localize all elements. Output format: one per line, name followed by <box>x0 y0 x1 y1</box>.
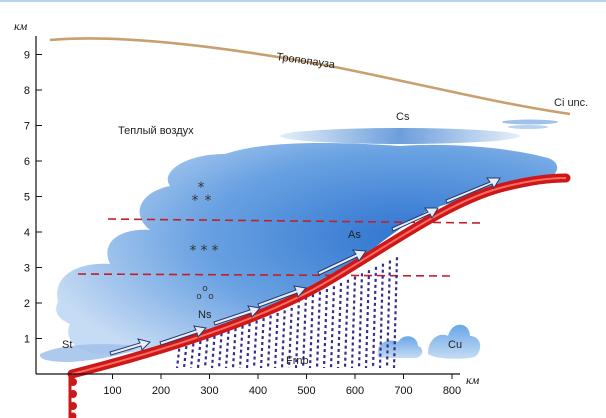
precip-streak <box>308 294 315 369</box>
dashed-level-upper <box>107 218 483 224</box>
cu-clouds <box>377 324 481 359</box>
y-tick-label: 5 <box>24 192 30 204</box>
warm-air-arrows <box>109 177 501 356</box>
precip-streak <box>238 319 245 369</box>
precip-streak <box>343 279 350 369</box>
precip-streak <box>273 306 280 369</box>
front-surface <box>67 173 571 379</box>
precip-streak <box>287 301 294 369</box>
x-ticks: 100 200 300 400 500 600 700 800 <box>103 374 461 397</box>
precip-streak <box>322 289 329 369</box>
precip-streak <box>245 317 252 369</box>
precip-streak <box>182 339 189 369</box>
cloud-mass <box>39 143 558 362</box>
cs-label: Cs <box>396 111 410 123</box>
ns-label: Ns <box>198 309 212 321</box>
x-tick-label: 600 <box>346 385 364 397</box>
ci-label: Ci unc. <box>554 97 588 109</box>
precip-streak <box>224 324 231 369</box>
cs-cloud-band <box>280 128 520 144</box>
rain-symbol: o <box>202 284 208 294</box>
mixed-symbols: * * * <box>190 243 219 259</box>
x-tick-label: 200 <box>152 385 170 397</box>
tropopause-label: Тропопауза <box>276 51 337 71</box>
warm-air-label: Теплый воздух <box>118 125 194 137</box>
cu-label: Cu <box>448 339 462 351</box>
precip-streak <box>259 311 266 369</box>
precip-streak <box>189 337 196 369</box>
precip-streak <box>357 273 364 369</box>
x-tick-label: 700 <box>394 385 412 397</box>
rain-symbols: o o o <box>196 284 214 302</box>
rain-symbol: o <box>208 292 214 302</box>
snow-symbol: * <box>201 243 208 259</box>
precip-streak <box>280 304 287 369</box>
y-tick-label: 8 <box>24 85 30 97</box>
snow-symbol: * <box>192 193 199 209</box>
precip-streak <box>329 286 336 369</box>
x-tick-label: 400 <box>249 385 267 397</box>
dashed-level-lower <box>77 273 453 277</box>
precip-streak <box>364 270 371 369</box>
precip-streak <box>315 291 322 369</box>
x-axis-unit: км <box>466 373 480 387</box>
x-tick-label: 500 <box>297 385 315 397</box>
precip-streak <box>217 327 224 369</box>
precip-streak <box>336 282 343 369</box>
snow-symbol: * <box>198 180 205 196</box>
precip-streak <box>266 309 273 369</box>
st-label: St <box>62 339 72 351</box>
tropopause-line <box>49 37 571 116</box>
rain-symbol: o <box>196 292 202 302</box>
precip-streak <box>378 263 385 369</box>
x-tick-label: 100 <box>103 385 121 397</box>
precip-streak <box>350 276 357 369</box>
precip-streak <box>231 322 238 369</box>
snow-symbol: * <box>205 193 212 209</box>
ci-cloud-streak-2 <box>508 125 548 129</box>
y-tick-label: 3 <box>24 263 30 275</box>
y-ticks: 1 2 3 4 5 6 7 8 9 <box>24 50 42 346</box>
precip-streak <box>371 266 378 369</box>
y-tick-label: 9 <box>24 50 30 62</box>
y-tick-label: 7 <box>24 121 30 133</box>
snow-symbols: * * * <box>192 180 212 209</box>
y-tick-label: 4 <box>24 227 30 239</box>
ci-cloud-streak <box>502 119 558 125</box>
y-tick-label: 1 <box>24 334 30 346</box>
precipitation-hatch <box>175 257 399 369</box>
snow-symbol: * <box>190 243 197 259</box>
precip-streak <box>252 314 259 369</box>
precip-streak <box>175 342 182 369</box>
y-tick-label: 6 <box>24 156 30 168</box>
x-tick-label: 300 <box>200 385 218 397</box>
y-tick-label: 2 <box>24 298 30 310</box>
as-label: As <box>348 229 361 241</box>
snow-symbol: * <box>212 243 219 259</box>
y-axis-unit: км <box>14 19 28 33</box>
precip-streak <box>392 257 399 369</box>
x-tick-label: 800 <box>443 385 461 397</box>
frnb-label: Frnb <box>286 355 309 367</box>
